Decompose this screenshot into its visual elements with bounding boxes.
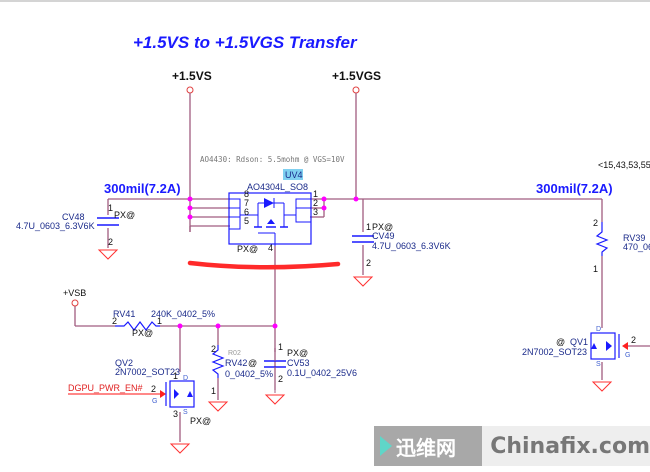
uv4-pin-3: 3 — [313, 207, 318, 217]
rv39-ref: RV39 — [623, 233, 645, 243]
cv53-pin2: 2 — [278, 374, 283, 384]
rv39-pin1: 1 — [593, 264, 598, 274]
mosfet-note: AO4430: Rdson: 5.5mohm @ VGS=10V — [200, 155, 345, 164]
rv42-option: @ — [248, 358, 257, 368]
current-label-right: 300mil(7.2A) — [536, 181, 613, 196]
uv4-mosfet-symbol — [228, 192, 312, 246]
ground-icon — [264, 394, 286, 405]
qv2-source-label: S — [183, 409, 188, 416]
qv1-pin2: 2 — [631, 335, 636, 345]
red-scribble-annotation — [187, 260, 341, 270]
rail-label-1v5vgs: +1.5VGS — [332, 69, 381, 83]
uv4-option: PX@ — [237, 244, 258, 254]
cv53-option: PX@ — [287, 348, 308, 358]
offpage-reference: <15,43,53,55 — [598, 160, 650, 170]
qv1-part: 2N7002_SOT23 — [522, 347, 587, 357]
qv1-drain-label: D — [596, 326, 601, 333]
rv41-option: PX@ — [132, 328, 153, 338]
cv49-capacitor-symbol — [352, 235, 374, 243]
cv53-pin1: 1 — [278, 342, 283, 352]
rv42-alt-ref: R02 — [228, 350, 241, 357]
uv4-pin-8: 8 — [244, 189, 249, 199]
watermark-en-text: Chinafix.com — [482, 426, 650, 466]
current-label-left: 300mil(7.2A) — [104, 181, 181, 196]
cv48-value: 4.7U_0603_6.3V6K — [16, 221, 95, 231]
qv2-drain-label: D — [183, 375, 188, 382]
rv39-pin2: 2 — [593, 218, 598, 228]
junction-nodes — [177, 196, 359, 329]
power-port-1v5vgs-icon — [352, 86, 360, 94]
qv2-ref: QV2 — [115, 358, 133, 368]
watermark-cn-text: 迅维网 — [396, 435, 456, 460]
qv2-gate-label: G — [152, 398, 157, 405]
uv4-pin-7: 7 — [244, 198, 249, 208]
window-top-border — [0, 0, 650, 2]
cv53-value: 0.1U_0402_25V6 — [287, 368, 357, 378]
rv42-pin1: 1 — [211, 386, 216, 396]
rv42-ref: RV42 — [225, 358, 247, 368]
qv1-mosfet-symbol — [590, 332, 620, 360]
qv2-part: 2N7002_SOT23 — [115, 367, 180, 377]
cv48-pin1: 1 — [108, 203, 113, 213]
cv49-ref: CV49 — [372, 231, 395, 241]
rv41-ref: RV41 — [113, 309, 135, 319]
power-port-vsb-icon — [71, 299, 79, 307]
cv48-pin2: 2 — [108, 237, 113, 247]
qv2-pin1: 1 — [173, 371, 178, 381]
chinafix-watermark: 迅维网 Chinafix.com — [374, 426, 650, 466]
ground-icon — [352, 276, 374, 287]
cv49-option: PX@ — [372, 222, 393, 232]
ground-icon — [591, 381, 613, 392]
power-port-1v5vs-icon — [186, 86, 194, 94]
schematic-title: +1.5VS to +1.5VGS Transfer — [133, 33, 358, 52]
qv1-option: @ — [556, 337, 565, 347]
cv53-ref: CV53 — [287, 358, 310, 368]
uv4-pin-4: 4 — [268, 243, 273, 253]
watermark-logo: 迅维网 — [374, 426, 483, 466]
rv42-value: 0_0402_5% — [225, 369, 273, 379]
rv41-value: 240K_0402_5% — [151, 309, 215, 319]
cv48-ref: CV48 — [62, 212, 85, 222]
uv4-pin-2: 2 — [313, 198, 318, 208]
qv2-option: PX@ — [190, 416, 211, 426]
rv39-resistor-symbol — [595, 222, 609, 256]
signal-label-dgpu-pwr-en: DGPU_PWR_EN# — [68, 383, 143, 393]
qv2-pin2: 2 — [151, 384, 156, 394]
cv49-value: 4.7U_0603_6.3V6K — [372, 241, 451, 251]
uv4-ref: UV4 — [285, 170, 303, 180]
ground-icon — [169, 443, 191, 454]
ground-icon — [97, 249, 119, 260]
cv48-capacitor-symbol — [97, 217, 119, 226]
qv1-ref: QV1 — [570, 337, 588, 347]
rail-label-1v5vs: +1.5VS — [172, 69, 212, 83]
rail-label-vsb: +VSB — [63, 288, 86, 298]
rv42-pin2: 2 — [211, 344, 216, 354]
rv42-resistor-symbol — [211, 345, 225, 378]
qv2-pin3: 3 — [173, 409, 178, 419]
cv48-option: PX@ — [114, 210, 135, 220]
rv41-pin2: 2 — [112, 316, 117, 326]
uv4-pin-5: 5 — [244, 216, 249, 226]
rv41-resistor-symbol — [115, 321, 160, 331]
rv41-pin1: 1 — [157, 316, 162, 326]
qv1-source-label: S — [596, 361, 601, 368]
net-wires — [74, 93, 650, 442]
rv39-value: 470_06 — [623, 242, 650, 252]
qv1-gate-label: G — [625, 352, 630, 359]
cv49-pin1: 1 — [366, 222, 371, 232]
uv4-pin-6: 6 — [244, 207, 249, 217]
cv49-pin2: 2 — [366, 258, 371, 268]
ground-icon — [207, 401, 229, 412]
qv1-gate-arrow-icon — [622, 342, 628, 350]
uv4-part: AO4304L_SO8 — [247, 182, 308, 192]
watermark-arrow-icon — [380, 436, 392, 456]
qv2-mosfet-symbol — [165, 380, 195, 408]
uv4-pin-1: 1 — [313, 189, 318, 199]
signal-arrow-icon — [160, 390, 166, 398]
uv4-ref-highlight — [283, 169, 303, 180]
